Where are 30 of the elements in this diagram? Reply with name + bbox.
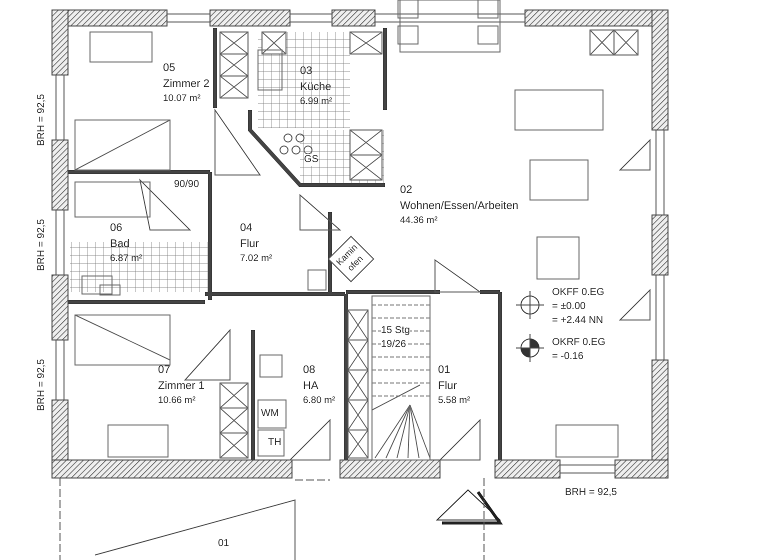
window-height-label: BRH = 92,5: [36, 359, 48, 411]
room-name: Küche: [300, 80, 332, 95]
window-height-label: BRH = 92,5: [36, 219, 48, 271]
room-number: 05: [163, 61, 176, 76]
room-number: 07: [158, 363, 172, 378]
room-area: 44.36 m²: [400, 214, 518, 227]
window-height-label: BRH = 92,5: [565, 487, 617, 499]
room-area: 6.87 m²: [110, 252, 142, 265]
room-number: 01: [438, 363, 452, 378]
room-area: 6.80 m²: [303, 394, 336, 407]
room-number: 04: [240, 221, 254, 236]
room-area: 10.07 m²: [163, 92, 210, 105]
room-name: Bad: [110, 237, 131, 252]
room-area: 10.66 m²: [158, 394, 204, 407]
appliance-label: GS: [304, 154, 318, 166]
room-name: Flur: [240, 237, 260, 252]
room-number: 03: [300, 64, 314, 79]
room-number: 08: [303, 363, 316, 378]
room-number: 02: [400, 183, 414, 198]
room-name: Flur: [438, 379, 458, 394]
room-area: 6.99 m²: [300, 95, 332, 108]
room-area: 7.02 m²: [240, 252, 272, 265]
window-height-label: BRH = 92,5: [36, 94, 48, 146]
room-area: 5.58 m²: [438, 394, 470, 407]
room-name: Zimmer 2: [163, 77, 210, 92]
room-name: HA: [303, 379, 320, 394]
room-number: 06: [110, 221, 124, 236]
stair-label: 15 Stg: [381, 325, 410, 337]
room-name: Zimmer 1: [158, 379, 204, 394]
room-name: Wohnen/Essen/Arbeiten: [400, 199, 518, 214]
